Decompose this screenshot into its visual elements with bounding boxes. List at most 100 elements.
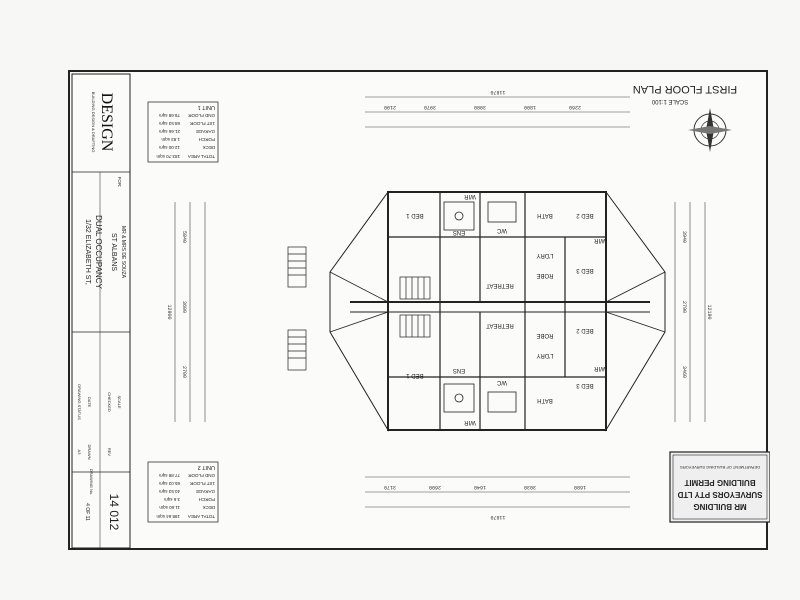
room-label: WC — [496, 227, 507, 233]
building-outline — [287, 190, 666, 432]
stamp-note: DEPARTMENT OF BUILDING SURVEYORS — [680, 465, 760, 470]
title-block: DESIGN BUILDING DESIGN & DRAFTING DUAL O… — [71, 73, 131, 549]
schedule-value: 11.60 sqm — [159, 505, 180, 510]
dimension-text: 2260 — [569, 104, 581, 110]
schedule-label: PORCH — [199, 137, 215, 142]
schedule-value: 77.88 sqm — [159, 473, 180, 478]
schedule-label: GARAGE — [196, 489, 215, 494]
schedule-label: GND FLOOR — [187, 113, 215, 118]
stamp-permit: BUILDING PERMIT — [684, 478, 755, 487]
room-label: L'DRY — [536, 352, 553, 358]
schedule-value: 3.6 sqm — [164, 497, 180, 502]
room-label: ROBE — [536, 272, 553, 278]
company-tagline: BUILDING DESIGN & DRAFTING — [91, 92, 96, 153]
dimension-text: 3460 — [681, 366, 687, 378]
dimension-text: 3600 — [181, 301, 187, 313]
room-label: BED 1 — [406, 212, 424, 218]
unit-a-rooms: BED 1 BED 2 BED 3 RETREAT ENS WC BATH WI… — [406, 193, 606, 288]
schedule-label: 1ST FLOOR — [189, 121, 215, 126]
room-label: RETREAT — [486, 322, 514, 328]
room-label: BED 1 — [406, 372, 424, 378]
room-label: ENS — [453, 229, 465, 235]
project-type: DUAL OCCUPANCY — [94, 215, 103, 289]
dimension-lines — [174, 96, 706, 508]
sheet-number: 4 OF 11 — [84, 503, 90, 521]
dimension-text: 11870 — [490, 514, 505, 520]
client-name: MR & MRS DE SOUZA — [120, 226, 126, 279]
project-address: 1/32 ELIZABETH ST, — [84, 219, 91, 285]
title-block-field: A3 — [77, 450, 82, 456]
area-schedule-unit1: UNIT 1 GND FLOOR 79.68 sqm 1ST FLOOR 68.… — [147, 101, 219, 163]
dimension-text: 11870 — [490, 89, 505, 95]
title-block-field: REV — [107, 448, 112, 457]
sheet-title: FIRST FLOOR PLAN — [633, 83, 737, 95]
schedule-value: 21.66 sqm — [159, 129, 180, 134]
schedule-value: 12.00 sqm — [159, 145, 180, 150]
room-label: BATH — [537, 397, 553, 403]
room-label: WIR — [594, 237, 606, 243]
room-label: WIR — [464, 193, 476, 199]
dimension-text: 1640 — [474, 484, 486, 490]
title-block-field: DRAWING STATUS — [77, 384, 82, 420]
stamp-title: MR BUILDING — [693, 502, 746, 511]
schedule-title: UNIT 1 — [198, 104, 215, 110]
room-label: BATH — [537, 212, 553, 218]
schedule-label: TOTAL AREA — [188, 514, 215, 519]
dimension-text: 3940 — [681, 231, 687, 243]
room-label: WC — [496, 379, 507, 385]
room-label: ROBE — [536, 332, 553, 338]
project-suburb: ST ALBANS — [110, 233, 117, 271]
schedule-value: 65.03 sqm — [159, 481, 180, 486]
stamp-company: SURVEYORS PTY LTD — [677, 490, 762, 499]
drawing-sheet: FIRST FLOOR PLAN SCALE 1:100 — [68, 70, 770, 550]
schedule-label: DECK — [202, 145, 215, 150]
dimension-text: 12190 — [706, 304, 712, 319]
floor-plan-drawing: FIRST FLOOR PLAN SCALE 1:100 — [71, 73, 770, 549]
schedule-value: 68.53 sqm — [159, 121, 180, 126]
schedule-label: PORCH — [199, 497, 215, 502]
dimension-text: 1800 — [524, 104, 536, 110]
dimension-text: 3970 — [424, 104, 436, 110]
dimension-text: 2790 — [681, 301, 687, 313]
north-arrow-icon — [688, 108, 732, 152]
schedule-label: DECK — [202, 505, 215, 510]
room-label: WIR — [464, 419, 476, 425]
schedule-value: 1.83 sqm — [161, 137, 180, 142]
schedule-value: 40.53 sqm — [159, 489, 180, 494]
dimension-text: 2700 — [181, 366, 187, 378]
room-label: L'DRY — [536, 252, 553, 258]
room-label: BED 2 — [576, 212, 594, 218]
drawing-no-label: DRAWING No. — [89, 469, 94, 496]
dimension-text: 3980 — [474, 104, 486, 110]
title-block-field: DRAWN — [87, 445, 92, 460]
sheet-scale: SCALE 1:100 — [651, 98, 688, 104]
room-label: BED 2 — [576, 327, 594, 333]
room-label: BED 3 — [576, 382, 594, 388]
dimension-text: 5840 — [181, 231, 187, 243]
dimension-text: 1680 — [574, 484, 586, 490]
schedule-label: GARAGE — [196, 129, 215, 134]
dimension-text: 2600 — [429, 484, 441, 490]
title-block-field: SCALE — [117, 395, 122, 408]
room-label: RETREAT — [486, 282, 514, 288]
title-block-field: CHECKED — [107, 392, 112, 412]
unit-b-rooms: BED 1 BED 2 BED 3 RETREAT ENS WC BATH WI… — [406, 322, 606, 425]
schedule-label: GND FLOOR — [187, 473, 215, 478]
schedule-title: UNIT 2 — [198, 464, 215, 470]
room-label: WIR — [594, 365, 606, 371]
room-label: BED 3 — [576, 267, 594, 273]
schedule-value: 79.68 sqm — [159, 113, 180, 118]
schedule-label: 1ST FLOOR — [189, 481, 215, 486]
dimension-text: 3170 — [384, 484, 396, 490]
area-schedule-unit2: UNIT 2 GND FLOOR 77.88 sqm 1ST FLOOR 65.… — [147, 461, 219, 523]
schedule-label: TOTAL AREA — [188, 154, 215, 159]
schedule-value: 183.70 sqm — [156, 154, 180, 159]
dimension-text: 3030 — [524, 484, 536, 490]
dimension-text: 2190 — [384, 104, 396, 110]
dimension-text: 12900 — [166, 304, 172, 319]
permit-stamp: MR BUILDING SURVEYORS PTY LTD BUILDING P… — [669, 451, 770, 523]
client-label: FOR: — [117, 177, 122, 188]
title-block-field: DATE — [87, 397, 92, 408]
room-label: ENS — [453, 367, 465, 373]
